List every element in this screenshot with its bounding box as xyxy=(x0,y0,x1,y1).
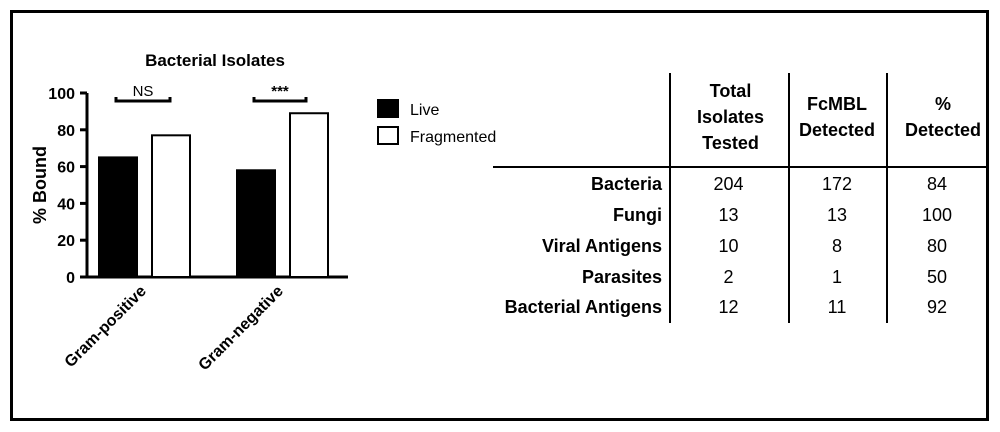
table-cell: 172 xyxy=(821,174,853,194)
table-cell: 13 xyxy=(718,205,739,225)
y-tick-label: 20 xyxy=(57,233,75,250)
table-cell: 11 xyxy=(827,297,847,317)
bar-live-gram-negative xyxy=(236,169,276,278)
y-tick-label: 0 xyxy=(66,270,75,287)
table-cell: 204 xyxy=(713,174,744,194)
y-tick-label: 40 xyxy=(57,196,75,213)
table-cell: 12 xyxy=(718,297,739,317)
table-row-label: Viral Antigens xyxy=(541,236,662,256)
table-cell: 100 xyxy=(921,205,953,225)
table-row-label: Bacterial Antigens xyxy=(504,297,662,317)
table-cell: 13 xyxy=(826,205,848,225)
column-divider-1 xyxy=(669,73,671,323)
table-cell: 10 xyxy=(718,236,739,256)
bar-live-gram-positive xyxy=(98,156,138,278)
significance-label: *** xyxy=(271,83,289,100)
y-tick-group: 0 20 40 60 80 100 xyxy=(48,86,87,287)
bar-chart: Bacterial Isolates % Bound 020406080100 … xyxy=(30,51,496,374)
table-cell: 1 xyxy=(831,267,842,287)
legend-swatch-live xyxy=(377,99,399,118)
table-cell: 84 xyxy=(926,174,948,194)
chart-title: Bacterial Isolates xyxy=(145,51,285,70)
table-cell: 80 xyxy=(926,236,948,256)
table-cell: 92 xyxy=(926,297,948,317)
legend-label-live: Live xyxy=(410,102,439,119)
legend: Live Fragmented xyxy=(377,99,496,146)
table-row-label: Bacteria xyxy=(590,174,662,194)
header-rule xyxy=(493,166,988,168)
bar-group xyxy=(98,112,329,278)
y-axis-label: % Bound xyxy=(30,146,50,224)
y-tick-label: 80 xyxy=(57,123,75,140)
legend-swatch-fragmented xyxy=(377,126,399,145)
header-total-isolates-tested: Total Isolates Tested xyxy=(696,81,765,153)
header-percent-detected: % Detected xyxy=(904,94,982,140)
bar-fragmented-gram-positive xyxy=(151,134,191,278)
bar-fragmented-gram-negative xyxy=(289,112,329,278)
header-fcmbl-detected: FcMBL Detected xyxy=(798,94,876,140)
y-tick-label: 100 xyxy=(48,86,75,103)
figure-frame xyxy=(10,10,989,421)
legend-label-fragmented: Fragmented xyxy=(410,129,496,146)
table-cell: 50 xyxy=(926,267,948,287)
table-row-label: Fungi xyxy=(613,205,662,225)
significance-label: NS xyxy=(133,83,154,100)
table-cell: 2 xyxy=(723,267,734,287)
significance-bracket xyxy=(252,97,308,103)
table-row-label: Parasites xyxy=(581,267,662,287)
significance-group: NS *** xyxy=(114,83,308,103)
column-divider-2 xyxy=(788,73,790,323)
column-divider-3 xyxy=(886,73,888,323)
y-tick-label: 60 xyxy=(57,160,75,177)
table-cell: 8 xyxy=(831,236,842,256)
significance-bracket xyxy=(114,97,172,103)
